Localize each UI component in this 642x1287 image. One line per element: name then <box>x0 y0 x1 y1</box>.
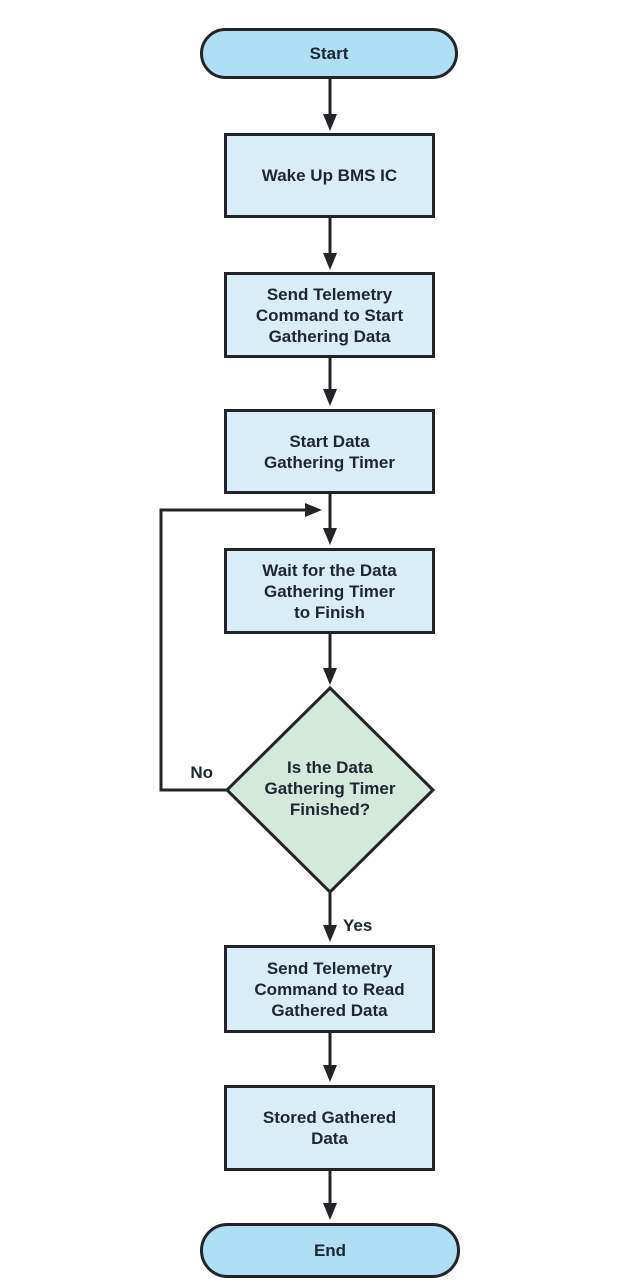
node-end-label: End <box>313 1241 347 1260</box>
node-start-label: Start <box>309 44 349 63</box>
arrowhead-send-start-to-timer <box>323 389 337 406</box>
node-start: Start <box>200 28 458 79</box>
arrowhead-wait-to-decision <box>323 668 337 685</box>
node-wait-timer: Wait for the Data Gathering Timer to Fin… <box>224 548 435 634</box>
arrowhead-start-to-wake <box>323 114 337 131</box>
node-end: End <box>200 1223 460 1278</box>
arrowhead-no-loop <box>305 503 322 517</box>
node-send-telemetry-read: Send Telemetry Command to Read Gathered … <box>224 945 435 1033</box>
arrowhead-stored-to-end <box>323 1203 337 1220</box>
edge-label-yes: Yes <box>343 916 373 935</box>
edge-label-no: No <box>190 763 213 782</box>
arrowhead-decision-yes <box>323 925 337 942</box>
arrowhead-wake-to-send-start <box>323 253 337 270</box>
node-stored-data: Stored Gathered Data <box>224 1085 435 1171</box>
node-stored-data-label: Stored Gathered Data <box>262 1108 397 1148</box>
arrowhead-send-read-to-stored <box>323 1065 337 1082</box>
node-start-timer-label: Start Data Gathering Timer <box>264 431 395 472</box>
edge-decision-no-loop <box>159 508 306 792</box>
node-wait-timer-label: Wait for the Data Gathering Timer to Fin… <box>262 560 397 622</box>
node-send-telemetry-start-label: Send Telemetry Command to Start Gatherin… <box>255 284 404 346</box>
node-wake-up-bms-ic: Wake Up BMS IC <box>224 133 435 218</box>
node-wake-up-label: Wake Up BMS IC <box>261 166 398 185</box>
arrowhead-timer-to-wait <box>323 528 337 545</box>
node-decision-label: Is the Data Gathering Timer Finished? <box>264 758 396 819</box>
node-send-telemetry-start: Send Telemetry Command to Start Gatherin… <box>224 272 435 358</box>
node-send-telemetry-read-label: Send Telemetry Command to Read Gathered … <box>254 958 405 1020</box>
node-start-timer: Start Data Gathering Timer <box>224 409 435 494</box>
